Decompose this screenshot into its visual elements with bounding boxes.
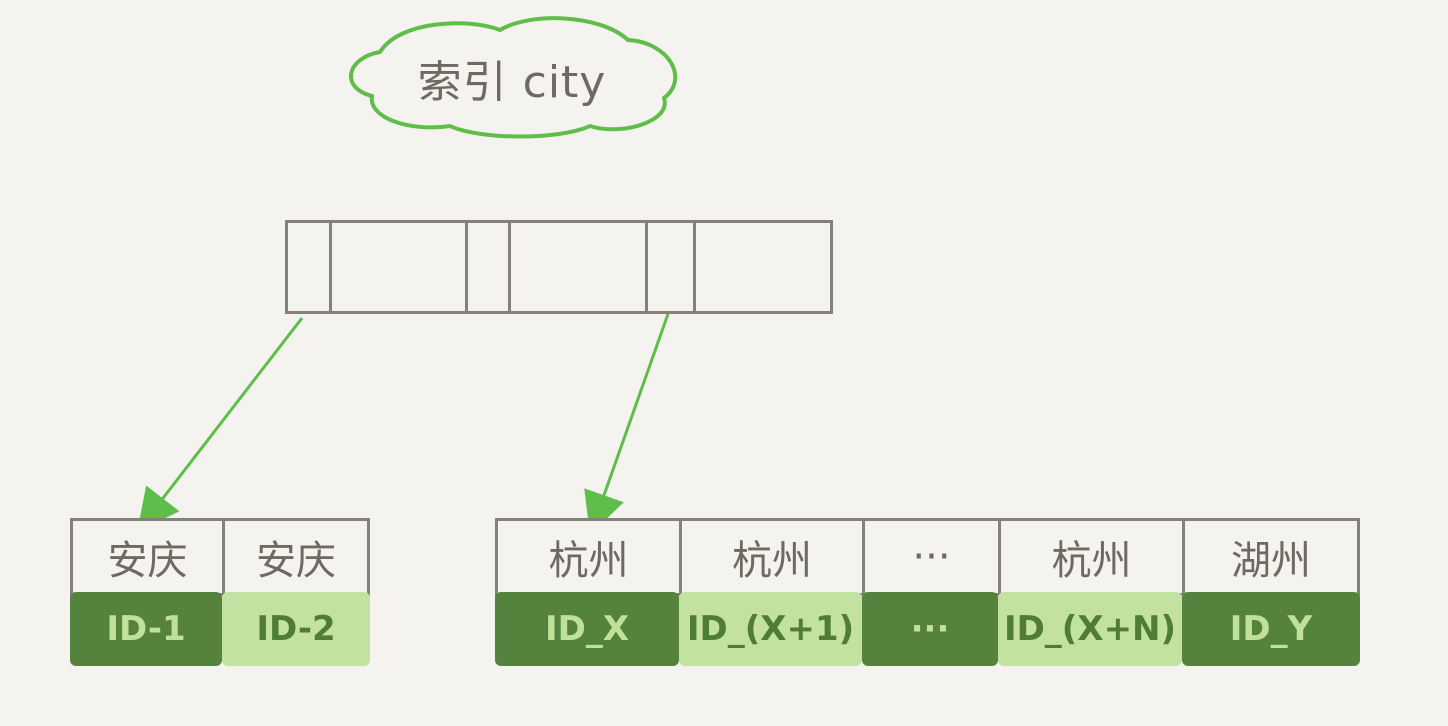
leaf-node-anqing: 安庆 ID-1 安庆 ID-2 <box>70 518 370 666</box>
arrow-to-anqing <box>137 317 304 532</box>
row-id: ID_(X+N) <box>998 592 1182 666</box>
row-id: ID-2 <box>222 592 370 666</box>
leaf-entry: 安庆 ID-2 <box>222 518 370 666</box>
row-id: ID_Y <box>1182 592 1360 666</box>
internal-node-key <box>511 223 648 311</box>
city-value: 安庆 <box>70 518 222 596</box>
row-id: ID-1 <box>70 592 222 666</box>
leaf-entry-ellipsis: ··· ··· <box>862 518 998 666</box>
internal-node-pointer <box>468 223 511 311</box>
internal-node-key <box>332 223 468 311</box>
arrow-to-hangzhou <box>584 313 670 535</box>
city-value: 湖州 <box>1182 518 1360 596</box>
row-id: ID_X <box>495 592 679 666</box>
index-label: 索引 city <box>417 57 607 108</box>
internal-node-pointer <box>288 223 332 311</box>
cloud-outline <box>349 16 678 139</box>
city-value: 杭州 <box>998 518 1182 596</box>
leaf-entry: 湖州 ID_Y <box>1182 518 1360 666</box>
city-value: 杭州 <box>679 518 862 596</box>
row-id: ID_(X+1) <box>679 592 862 666</box>
internal-node-pointer <box>648 223 696 311</box>
leaf-entry: 杭州 ID_(X+1) <box>679 518 862 666</box>
leaf-entry: 杭州 ID_(X+N) <box>998 518 1182 666</box>
city-value: ··· <box>862 518 998 596</box>
leaf-entry: 杭州 ID_X <box>495 518 679 666</box>
leaf-node-hangzhou: 杭州 ID_X 杭州 ID_(X+1) ··· ··· 杭州 ID_(X+N) … <box>495 518 1360 666</box>
internal-node-key <box>696 223 830 311</box>
internal-node <box>285 220 833 314</box>
row-id: ··· <box>862 592 998 666</box>
city-value: 安庆 <box>222 518 370 596</box>
leaf-entry: 安庆 ID-1 <box>70 518 222 666</box>
city-value: 杭州 <box>495 518 679 596</box>
